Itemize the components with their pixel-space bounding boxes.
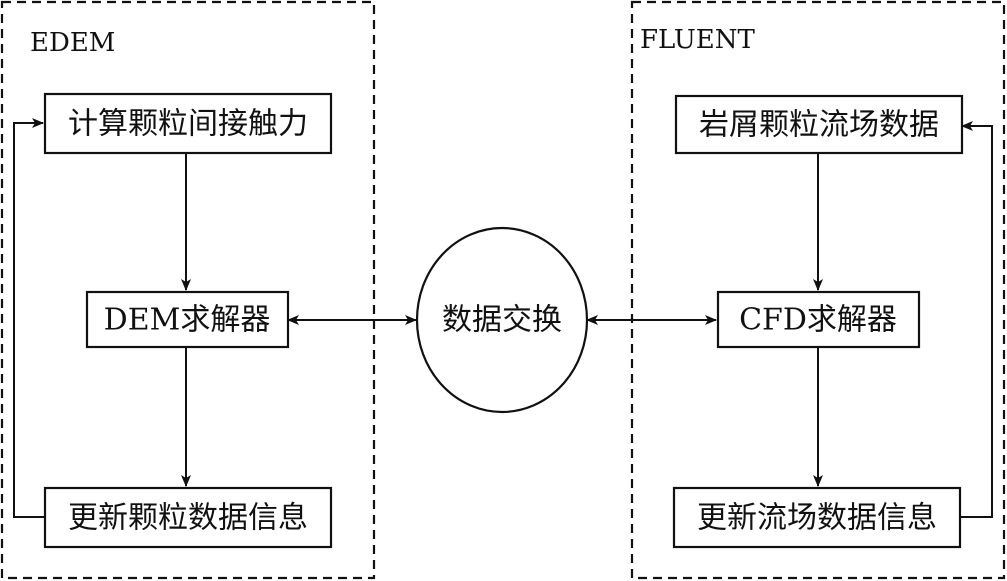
data-exchange-label: 数据交换 xyxy=(442,303,562,338)
edem-frame xyxy=(0,0,376,580)
cfd-solver-label: CFD求解器 xyxy=(739,303,897,338)
connectors xyxy=(13,118,993,518)
fluent-label: FLUENT xyxy=(640,25,756,55)
edge-update-flow-to-cuttings xyxy=(960,121,993,518)
update-particle-data-label: 更新颗粒数据信息 xyxy=(68,501,308,536)
cfd-solver-box: CFD求解器 xyxy=(716,290,921,349)
dem-solver-box: DEM求解器 xyxy=(85,290,290,349)
update-flow-data-label: 更新流场数据信息 xyxy=(697,501,937,536)
fluent-frame xyxy=(630,0,1006,580)
cuttings-flow-data-label: 岩屑颗粒流场数据 xyxy=(699,108,939,143)
update-flow-data-box: 更新流场数据信息 xyxy=(672,486,962,549)
fluent-group: FLUENT xyxy=(630,0,1006,580)
data-exchange-circle xyxy=(415,226,589,414)
edem-group: EDEM xyxy=(0,0,376,580)
edem-label: EDEM xyxy=(30,28,115,58)
calc-contact-force-box: 计算颗粒间接触力 xyxy=(43,92,333,155)
cuttings-flow-data-box: 岩屑颗粒流场数据 xyxy=(674,94,964,155)
edge-update-particle-to-contact xyxy=(13,118,45,518)
calc-contact-force-label: 计算颗粒间接触力 xyxy=(68,107,308,142)
dem-solver-label: DEM求解器 xyxy=(104,303,271,338)
update-particle-data-box: 更新颗粒数据信息 xyxy=(43,486,333,549)
data-exchange-node: 数据交换 xyxy=(415,226,589,414)
